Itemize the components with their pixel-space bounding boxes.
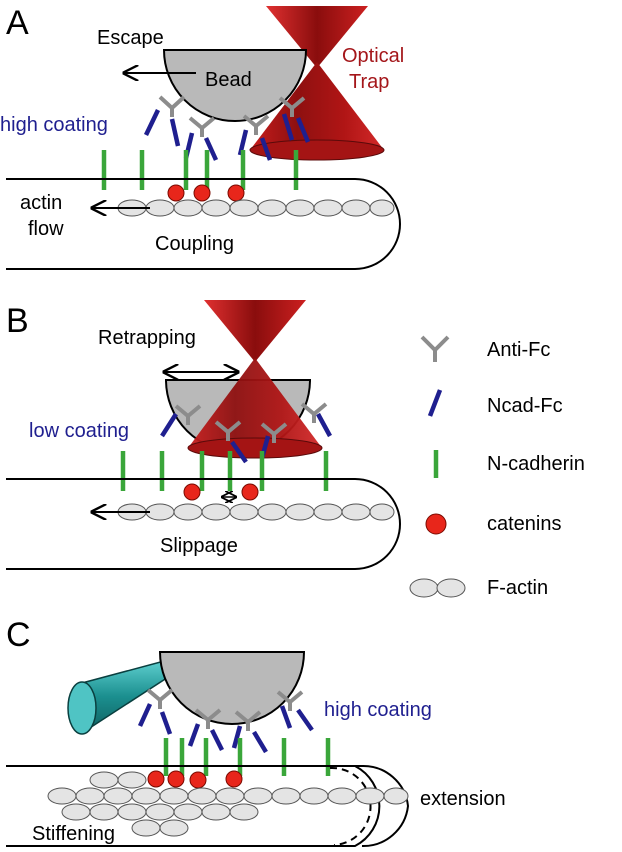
state-label-stiffening: Stiffening: [32, 823, 115, 845]
legend-label-n-cadherin: N-cadherin: [487, 453, 585, 475]
trap-label-line1: Optical: [342, 45, 404, 67]
ncad-fc-group: [137, 703, 314, 754]
bead: [158, 651, 306, 725]
f-actin-filament: [117, 199, 395, 217]
ncad-fc-icon: [296, 708, 314, 732]
anti-fc-icon: [260, 422, 288, 443]
ncad-fc-group: [160, 412, 332, 464]
catenin-icon: [225, 770, 243, 788]
state-label-slippage: Slippage: [160, 535, 238, 557]
catenin-icon: [167, 184, 185, 202]
state-label-coupling: Coupling: [155, 233, 234, 255]
catenin-icon: [425, 513, 447, 535]
optical-trap: [249, 6, 385, 161]
ncad-fc-icon: [143, 109, 161, 136]
anti-fc-group: [146, 688, 304, 731]
legend-label-catenins: catenins: [487, 513, 562, 535]
membrane-extension: [340, 764, 410, 848]
coating-label: high coating: [324, 699, 432, 721]
anti-fc-icon: [174, 404, 202, 425]
n-cadherin-group: [101, 150, 299, 190]
panel-c: C high coating: [6, 616, 506, 848]
anti-fc-icon: [420, 335, 450, 362]
bead-label: Bead: [205, 69, 252, 91]
legend-label-f-actin: F-actin: [487, 577, 548, 599]
panel-b-letter: B: [6, 302, 29, 340]
anti-fc-group: [174, 402, 328, 443]
catenin-group: [147, 770, 243, 789]
cell-membrane: [6, 765, 381, 847]
ncad-fc-icon: [160, 412, 178, 438]
legend: Anti-Fc Ncad-Fc N-cadherin catenins F-ac…: [409, 335, 585, 599]
anti-fc-icon: [146, 688, 174, 709]
ncad-fc-icon: [427, 389, 443, 417]
catenin-icon: [241, 483, 259, 501]
anti-fc-icon: [300, 402, 328, 423]
ncad-fc-icon: [187, 723, 201, 747]
panel-c-letter: C: [6, 616, 31, 654]
catenin-icon: [193, 184, 211, 202]
bead: [162, 49, 308, 122]
panel-b: B Retrapping low coating: [6, 300, 401, 570]
anti-fc-icon: [276, 690, 304, 711]
ncad-fc-icon: [252, 730, 268, 754]
previous-membrane-dashed: [329, 766, 372, 846]
anti-fc-icon: [242, 114, 270, 135]
ncad-fc-icon: [295, 117, 311, 143]
catenin-icon: [189, 771, 207, 789]
ncad-fc-icon: [203, 137, 219, 161]
ncad-fc-icon: [281, 113, 295, 141]
ncad-fc-icon: [230, 440, 248, 464]
coating-label: low coating: [29, 420, 129, 442]
ncad-fc-icon: [279, 705, 293, 729]
ncad-fc-icon: [231, 725, 243, 749]
n-cadherin-group: [163, 738, 331, 776]
anti-fc-icon: [214, 420, 242, 441]
catenin-group: [167, 184, 245, 202]
panel-a: A Bead Escape Optical Trap high coating: [0, 4, 404, 270]
ncad-fc-icon: [316, 412, 332, 438]
escape-label: Escape: [97, 27, 164, 49]
catenin-icon: [227, 184, 245, 202]
panel-a-letter: A: [6, 4, 29, 42]
ncad-fc-icon: [169, 118, 181, 147]
anti-fc-icon: [188, 116, 216, 137]
catenin-icon: [183, 483, 201, 501]
coating-label: high coating: [0, 114, 108, 136]
legend-label-ncad-fc: Ncad-Fc: [487, 395, 563, 417]
anti-fc-icon: [158, 95, 186, 117]
anti-fc-icon: [278, 96, 306, 117]
anti-fc-icon: [194, 708, 222, 729]
retrap-label: Retrapping: [98, 327, 196, 349]
flow-label-line1: actin: [20, 192, 62, 214]
catenin-icon: [147, 770, 165, 788]
f-actin-bundle: [47, 771, 409, 837]
ncad-fc-icon: [137, 703, 153, 727]
ncad-fc-icon: [259, 137, 273, 161]
micropipette: [67, 659, 178, 735]
anti-fc-icon: [234, 710, 262, 731]
extension-label: extension: [420, 788, 506, 810]
trap-label-line2: Trap: [349, 71, 389, 93]
catenin-icon: [167, 770, 185, 788]
catenin-group: [183, 483, 259, 501]
n-cadherin-group: [120, 451, 329, 491]
anti-fc-group: [158, 95, 306, 137]
ncad-fc-icon: [209, 728, 225, 752]
cell-membrane: [6, 178, 401, 270]
cell-membrane: [6, 478, 401, 570]
legend-label-anti-fc: Anti-Fc: [487, 339, 550, 361]
flow-label-line2: flow: [28, 218, 64, 240]
ncad-fc-icon: [159, 711, 173, 735]
f-actin-filament: [117, 503, 395, 521]
f-actin-icon: [409, 578, 466, 598]
